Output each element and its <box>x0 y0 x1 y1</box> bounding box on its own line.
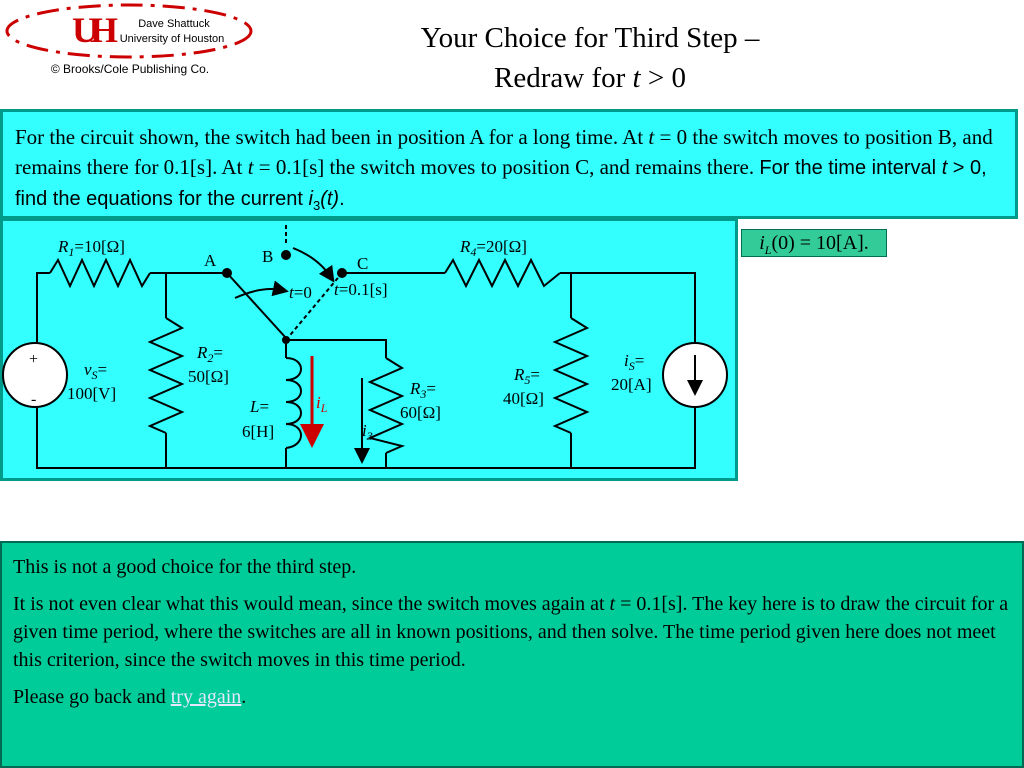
label-source-minus: - <box>31 391 36 408</box>
label-node-b: B <box>262 247 273 266</box>
title-line-2: Redraw for t > 0 <box>494 62 686 94</box>
feedback-panel: This is not a good choice for the third … <box>0 541 1024 768</box>
resistor-r1 <box>49 257 151 289</box>
resistor-r5 <box>552 317 590 434</box>
circuit-diagram: R1=10[Ω] A B C t=0 t=0.1[s] R4=20[Ω] + -… <box>0 218 738 481</box>
logo-mark: UH <box>72 10 118 50</box>
label-vs: vS= <box>84 360 107 382</box>
label-r5: R5= <box>513 365 540 387</box>
label-r1: R1=10[Ω] <box>57 237 125 259</box>
voltage-source <box>2 342 68 408</box>
label-t0: t=0 <box>289 283 312 302</box>
label-vs-value: 100[V] <box>67 384 116 403</box>
label-node-c: C <box>357 254 368 273</box>
switch <box>226 247 343 341</box>
institution-name: University of Houston <box>119 33 225 45</box>
label-is-value: 20[A] <box>611 375 652 394</box>
problem-statement: For the circuit shown, the switch had be… <box>0 109 1018 219</box>
label-l-value: 6[H] <box>242 422 274 441</box>
label-r3-value: 60[Ω] <box>400 403 441 422</box>
label-il: iL <box>316 393 328 415</box>
resistor-r2 <box>147 317 185 434</box>
university-logo: UH Dave Shattuck University of Houston ©… <box>0 0 260 80</box>
label-r5-value: 40[Ω] <box>503 389 544 408</box>
resistor-r4 <box>444 257 561 289</box>
label-r4: R4=20[Ω] <box>459 237 527 259</box>
slide-title: Your Choice for Third Step – Redraw for … <box>330 18 850 98</box>
circuit-svg: R1=10[Ω] A B C t=0 t=0.1[s] R4=20[Ω] + -… <box>0 218 738 481</box>
node-c-dot <box>337 268 347 278</box>
label-l: L= <box>249 397 269 416</box>
initial-condition: iL(0) = 10[A]. <box>741 229 887 257</box>
label-node-a: A <box>204 251 217 270</box>
title-line-1: Your Choice for Third Step – <box>420 22 760 54</box>
logo-ellipse <box>5 3 253 59</box>
feedback-p3: Please go back and try again. <box>13 686 247 708</box>
copyright-text: © Brooks/Cole Publishing Co. <box>50 62 210 76</box>
resistor-r3 <box>366 357 406 454</box>
switch-pivot-dot <box>282 336 290 344</box>
label-r2: R2= <box>196 343 223 365</box>
label-i3: i3 <box>362 421 373 443</box>
circuit-panel <box>0 218 738 481</box>
label-r3: R3= <box>409 379 436 401</box>
node-b-dot <box>281 250 291 260</box>
feedback-p1: This is not a good choice for the third … <box>13 556 357 578</box>
author-name: Dave Shattuck <box>138 18 210 30</box>
inductor-l <box>285 357 302 449</box>
label-is: iS= <box>624 351 644 373</box>
feedback-p2: It is not even clear what this would mea… <box>13 593 1009 671</box>
node-a-dot <box>222 268 232 278</box>
try-again-link[interactable]: try again <box>170 686 242 708</box>
label-r2-value: 50[Ω] <box>188 367 229 386</box>
label-source-plus: + <box>29 351 38 368</box>
label-t01: t=0.1[s] <box>334 280 388 299</box>
